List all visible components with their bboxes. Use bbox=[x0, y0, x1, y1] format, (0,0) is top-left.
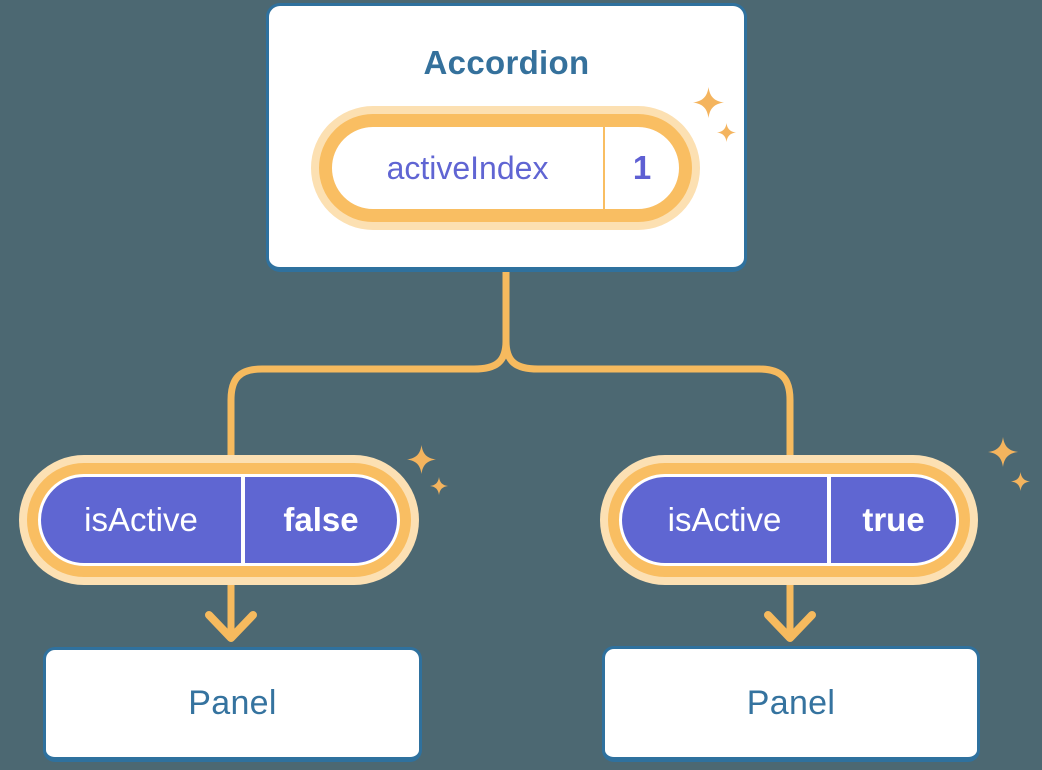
prop-pill-value: true bbox=[862, 501, 925, 538]
panel-node-right: Panel bbox=[602, 646, 980, 762]
prop-pill-isactive-false: isActive false bbox=[38, 474, 400, 566]
connector-branch-right bbox=[502, 272, 794, 457]
connector-branch-left bbox=[227, 272, 510, 457]
sparkle-icon bbox=[717, 123, 736, 142]
panel-node-left: Panel bbox=[43, 647, 422, 762]
sparkle-icon bbox=[430, 477, 448, 495]
state-pill-divider bbox=[603, 127, 605, 209]
prop-pill-divider bbox=[827, 477, 831, 563]
accordion-node-title: Accordion bbox=[423, 44, 590, 81]
accordion-node: Accordion activeIndex 1 bbox=[266, 3, 747, 272]
prop-pill-label: isActive bbox=[84, 501, 198, 538]
arrow-head-right bbox=[764, 611, 816, 642]
prop-pill-value: false bbox=[283, 501, 359, 538]
arrow-head-left bbox=[205, 611, 257, 642]
prop-pill-divider bbox=[241, 477, 245, 563]
sparkle-icon bbox=[988, 437, 1018, 467]
prop-pill-label: isActive bbox=[667, 501, 782, 538]
state-pill-label: activeIndex bbox=[386, 149, 549, 186]
panel-node-title: Panel bbox=[188, 684, 277, 722]
sparkle-icon bbox=[693, 87, 724, 118]
state-pill: activeIndex 1 bbox=[319, 114, 692, 222]
sparkle-icon bbox=[1011, 472, 1030, 491]
panel-node-title: Panel bbox=[746, 683, 836, 722]
sparkle-icon bbox=[407, 445, 436, 474]
prop-pill-isactive-true: isActive true bbox=[619, 474, 959, 566]
state-pill-value: 1 bbox=[632, 149, 652, 186]
